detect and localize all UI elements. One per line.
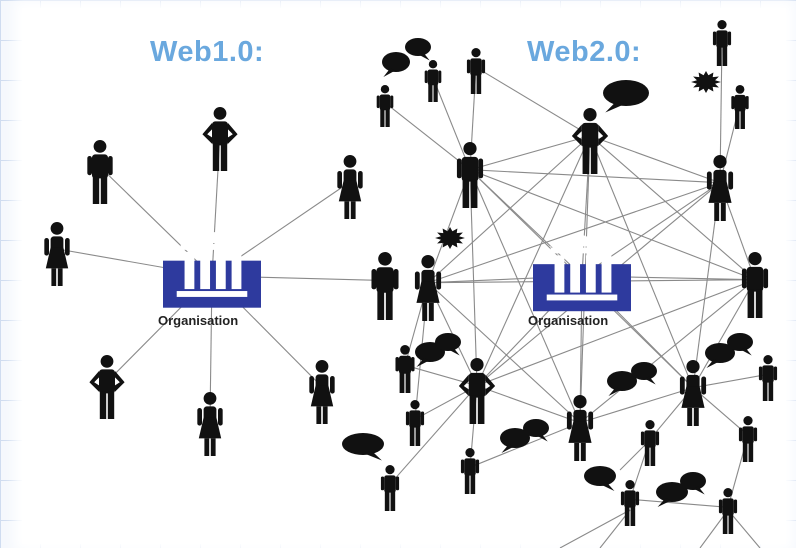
speech-bubble-icon (500, 428, 530, 453)
speech-bubble-icon (656, 482, 688, 507)
person-icon (395, 345, 415, 393)
speech-bubble-icon (584, 466, 616, 491)
person-icon (456, 142, 484, 208)
connection-line (476, 135, 591, 386)
speech-bubble-icon (680, 472, 706, 495)
web1-organisation-label: Organisation (158, 313, 239, 328)
connection-line (476, 385, 581, 424)
person-icon (44, 222, 70, 286)
connection-line (427, 282, 581, 424)
connection-line (469, 135, 591, 171)
connection-line (432, 77, 471, 170)
connection-line (559, 509, 631, 548)
person-icon (89, 355, 125, 419)
connection-line (384, 102, 471, 171)
connection-line (629, 498, 729, 508)
connection-line (389, 385, 478, 485)
connection-line (427, 135, 591, 284)
connection-line (476, 279, 756, 387)
person-icon (731, 85, 749, 129)
speech-bubble-icon (405, 38, 431, 61)
speech-bubble-icon (342, 433, 384, 461)
speech-bubble-icon (382, 52, 410, 77)
connection-line (469, 169, 756, 281)
speech-bubble-icon (727, 333, 753, 356)
speech-bubble-icon (607, 371, 637, 396)
connection-line (475, 66, 591, 137)
person-icon (679, 360, 707, 426)
person-icon (376, 85, 394, 127)
connection-line (427, 182, 721, 284)
exclamation-burst-icon (435, 227, 465, 249)
person-icon (460, 448, 480, 494)
person-icon (566, 395, 594, 461)
connection-line (469, 169, 721, 184)
person-icon (458, 358, 496, 424)
people-figures (44, 20, 778, 534)
connection-line (692, 387, 749, 436)
person-icon (337, 155, 363, 219)
person-icon (738, 416, 758, 462)
person-icon (706, 155, 734, 221)
person-icon (414, 255, 442, 321)
person-icon (380, 465, 400, 511)
person-icon (741, 252, 769, 318)
speech-bubble-icon (435, 333, 461, 356)
person-icon (758, 355, 778, 401)
connection-line (579, 387, 694, 424)
connection-line (589, 135, 756, 281)
person-icon (197, 392, 223, 456)
diagram-panel (22, 8, 786, 544)
person-icon (466, 48, 486, 94)
person-icon (405, 400, 425, 446)
person-icon (87, 140, 113, 204)
web1-title: Web1.0: (150, 36, 265, 68)
person-icon (718, 488, 738, 534)
person-icon (371, 252, 399, 320)
connection-line (579, 279, 756, 424)
speech-bubble-icon (603, 80, 649, 113)
web2-title: Web2.0: (527, 36, 642, 68)
speech-bubble-icon (705, 343, 735, 368)
connection-line (469, 169, 581, 423)
connection-line (727, 509, 761, 548)
person-icon (309, 360, 335, 424)
exclamation-burst-icon (691, 71, 721, 93)
speech-bubble-icon (523, 419, 549, 442)
speech-bubbles (342, 38, 753, 507)
connection-line (589, 135, 694, 388)
person-icon (620, 480, 640, 526)
connection-line (692, 279, 756, 388)
person-icon (424, 60, 442, 102)
person-icon (202, 107, 238, 171)
connection-line (589, 135, 721, 184)
speech-bubble-icon (631, 362, 657, 385)
web2-organisation-label: Organisation (528, 313, 609, 328)
